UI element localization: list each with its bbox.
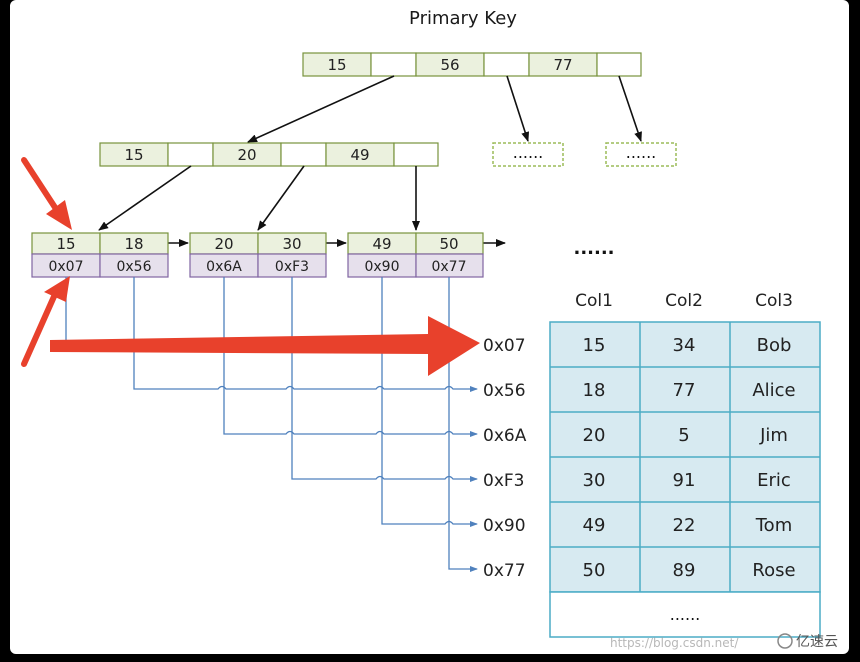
- svg-text:......: ......: [513, 143, 544, 162]
- table-row: 20 5 Jim: [583, 425, 788, 446]
- table-footer-ellipsis: ......: [670, 605, 701, 624]
- table-cell: 91: [673, 470, 696, 491]
- table-cell: Jim: [759, 425, 788, 446]
- table-cell: Eric: [757, 470, 791, 491]
- leaf-key: 15: [56, 235, 75, 253]
- data-table: Col1 Col2 Col3 15 34 Bob 18 77 Alice 20 …: [549, 291, 821, 638]
- leaf-ellipsis: ......: [573, 238, 614, 259]
- tree-edge: [98, 165, 192, 231]
- pointer-lines: [65, 277, 478, 572]
- tree-edge: [618, 75, 642, 142]
- leaf-key: 18: [124, 235, 143, 253]
- btree-diagram: Primary Key 15 56 77 15 20 49 ...... ...…: [21, 8, 838, 650]
- address-label: 0x56: [483, 381, 526, 401]
- column-header: Col2: [665, 291, 703, 311]
- pointer-line: [381, 277, 478, 527]
- address-label: 0x07: [483, 336, 526, 356]
- svg-text:......: ......: [626, 143, 657, 162]
- table-cell: 15: [583, 335, 606, 356]
- leaf-key: 20: [214, 235, 233, 253]
- leaf-key: 50: [439, 235, 458, 253]
- placeholder-node: ......: [492, 142, 564, 167]
- table-row: 15 34 Bob: [583, 335, 792, 356]
- table-cell: Bob: [757, 335, 792, 356]
- root-key: 15: [327, 56, 346, 74]
- address-label: 0x77: [483, 561, 526, 581]
- tree-edge: [506, 75, 530, 142]
- leaf-node: 15 18 0x07 0x56: [31, 232, 169, 278]
- big-red-arrow-icon: [50, 316, 480, 376]
- leaf-pointer: 0x77: [431, 259, 466, 275]
- column-header: Col3: [755, 291, 793, 311]
- table-cell: 18: [583, 380, 606, 401]
- table-cell: 77: [673, 380, 696, 401]
- logo: 亿速云: [777, 633, 838, 650]
- leaf-pointer: 0x56: [116, 259, 151, 275]
- cloud-logo-icon: [777, 633, 793, 649]
- tree-edge: [257, 165, 305, 231]
- table-row: 50 89 Rose: [583, 560, 796, 581]
- table-cell: Rose: [752, 560, 795, 581]
- pointer-line: [448, 277, 478, 572]
- leaf-node: 20 30 0x6A 0xF3: [189, 232, 327, 278]
- table-cell: 30: [583, 470, 606, 491]
- root-key: 56: [440, 56, 459, 74]
- table-row: 49 22 Tom: [583, 515, 793, 536]
- placeholder-node: ......: [605, 142, 677, 167]
- internal-key: 49: [350, 146, 369, 164]
- table-cell: 5: [678, 425, 689, 446]
- leaf-pointer: 0xF3: [275, 259, 309, 275]
- leaf-pointer: 0x07: [48, 259, 83, 275]
- internal-key: 15: [124, 146, 143, 164]
- diagram-canvas: Primary Key 15 56 77 15 20 49 ...... ...…: [10, 0, 849, 654]
- leaf-pointer: 0x90: [364, 259, 399, 275]
- leaf-key: 49: [372, 235, 391, 253]
- pointer-line: [133, 277, 478, 392]
- address-label: 0x90: [483, 516, 526, 536]
- diagram-title: Primary Key: [409, 8, 517, 29]
- internal-key: 20: [237, 146, 256, 164]
- table-cell: Alice: [752, 380, 795, 401]
- pointer-line: [291, 277, 478, 482]
- address-label: 0x6A: [483, 426, 527, 446]
- table-cell: 20: [583, 425, 606, 446]
- table-row: 18 77 Alice: [583, 380, 796, 401]
- internal-node: 15 20 49: [99, 142, 439, 167]
- tree-edge: [247, 75, 395, 143]
- leaf-pointer: 0x6A: [206, 259, 242, 275]
- table-row: 30 91 Eric: [583, 470, 791, 491]
- logo-text: 亿速云: [796, 634, 838, 650]
- table-cell: Tom: [755, 515, 792, 536]
- table-cell: 49: [583, 515, 606, 536]
- table-cell: 34: [673, 335, 696, 356]
- address-label: 0xF3: [483, 471, 524, 491]
- leaf-node: 49 50 0x90 0x77: [347, 232, 484, 278]
- address-labels: 0x07 0x56 0x6A 0xF3 0x90 0x77: [483, 336, 527, 581]
- red-arrow-icon: [21, 276, 70, 367]
- pointer-line: [65, 277, 478, 347]
- table-footer-row: [549, 591, 821, 638]
- table-cell: 22: [673, 515, 696, 536]
- table-cell: 50: [583, 560, 606, 581]
- root-node: 15 56 77: [302, 52, 642, 77]
- column-header: Col1: [575, 291, 613, 311]
- root-key: 77: [553, 56, 572, 74]
- red-arrow-icon: [21, 157, 72, 230]
- leaf-key: 30: [282, 235, 301, 253]
- annotation-arrows: [21, 157, 480, 376]
- tree-edges: [98, 75, 642, 247]
- table-cell: 89: [673, 560, 696, 581]
- watermark-text: https://blog.csdn.net/: [610, 636, 739, 650]
